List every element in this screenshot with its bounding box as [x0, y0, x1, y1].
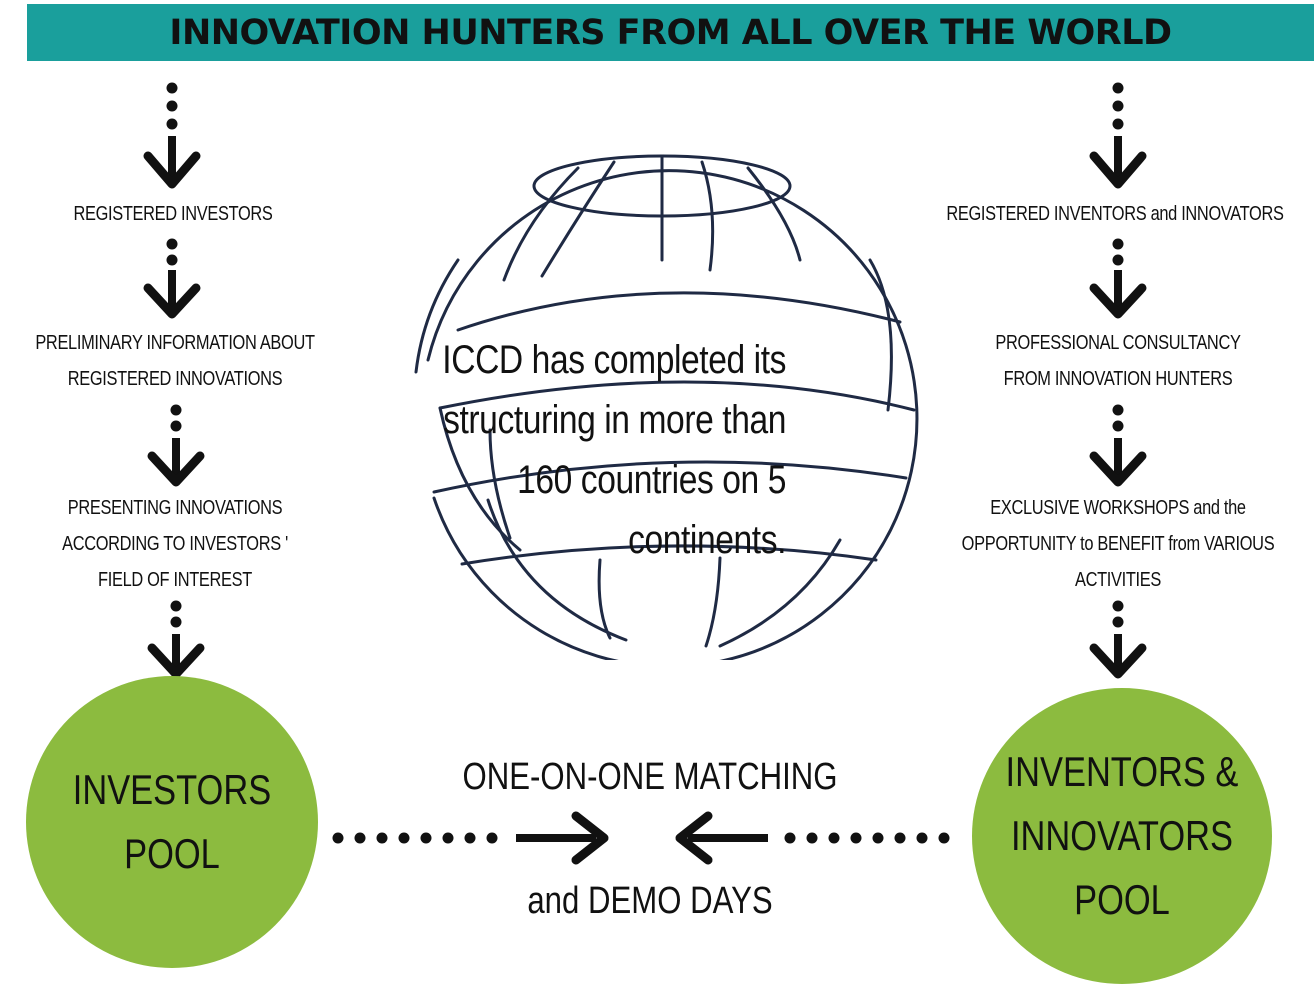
- right-step-3: EXCLUSIVE WORKSHOPS and the OPPORTUNITY …: [961, 497, 1275, 591]
- inventors-innovators-pool: INVENTORS & INNOVATORS POOL: [972, 688, 1272, 984]
- investors-pool: INVESTORS POOL: [26, 676, 318, 968]
- dotted-down-arrow-icon: [1089, 404, 1147, 487]
- dotted-down-arrow-icon: [143, 238, 201, 319]
- right-step-1: REGISTERED INVENTORS and INNOVATORS: [946, 203, 1284, 225]
- globe-caption: ICCD has completed its structuring in mo…: [442, 338, 786, 562]
- dotted-down-arrow-icon: [1089, 82, 1147, 189]
- left-step-2: PRELIMINARY INFORMATION ABOUT REGISTERED…: [35, 332, 315, 390]
- investors-pool-label: INVESTORS POOL: [72, 766, 272, 877]
- dotted-down-arrow-icon: [143, 82, 201, 189]
- dotted-down-arrow-icon: [147, 404, 205, 487]
- inventors-pool-label: INVENTORS & INNOVATORS POOL: [1005, 748, 1239, 923]
- dotted-down-arrow-icon: [1089, 600, 1147, 679]
- globe-icon: [414, 154, 919, 660]
- dotted-down-arrow-icon: [147, 600, 205, 679]
- left-step-3: PRESENTING INNOVATIONS ACCORDING TO INVE…: [62, 497, 288, 591]
- page-title: INNOVATION HUNTERS FROM ALL OVER THE WOR…: [169, 12, 1172, 53]
- matching-subtitle: and DEMO DAYS: [527, 880, 773, 922]
- right-step-2: PROFESSIONAL CONSULTANCY FROM INNOVATION…: [995, 332, 1241, 390]
- dotted-down-arrow-icon: [1089, 238, 1147, 319]
- left-step-1: REGISTERED INVESTORS: [73, 203, 273, 225]
- matching-title: ONE-ON-ONE MATCHING: [462, 756, 838, 798]
- dotted-right-arrow-icon: [332, 811, 609, 865]
- title-banner: INNOVATION HUNTERS FROM ALL OVER THE WOR…: [27, 4, 1314, 61]
- dotted-left-arrow-icon: [675, 811, 950, 865]
